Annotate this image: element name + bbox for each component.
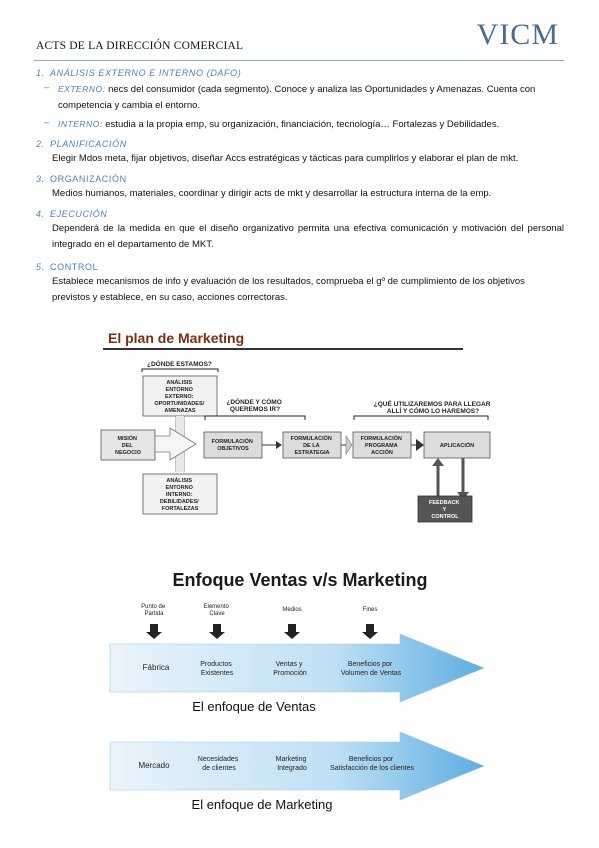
analisis-interno-label: ANÁLISIS ENTORNO INTERNO: DEBILIDADES/ F…	[160, 477, 200, 512]
ventas-caption: El enfoque de Ventas	[192, 699, 316, 714]
aplicacion-box	[423, 431, 491, 459]
feedback-box	[417, 495, 473, 523]
section-3-heading: 3.ORGANIZACIÓN	[36, 174, 127, 184]
ventas-cell-fabrica: Fábrica	[143, 663, 170, 672]
ventas-cell-productos: Productos Existentes	[200, 661, 233, 677]
arrowhead	[345, 435, 353, 455]
section-5-heading: 5.CONTROL	[36, 262, 99, 272]
mision-box	[100, 429, 156, 461]
down-arrow	[362, 624, 378, 639]
section-2-heading: 2.PLANIFICACIÓN	[36, 139, 127, 149]
header-divider	[34, 60, 564, 61]
organizacion-text: Medios humanos, materiales, coordinar y …	[52, 188, 492, 199]
marketing-cell-mercado: Mercado	[138, 761, 170, 770]
marketing-caption: El enfoque de Marketing	[192, 797, 333, 812]
label-punto-partida: Punto de Partida	[141, 604, 167, 617]
dash-bullet: –	[44, 117, 50, 128]
label-elemento-clave: Elemento Clave	[203, 604, 230, 617]
arrowhead	[416, 439, 424, 451]
ventas-cell-beneficios: Beneficios por Volumen de Ventas	[341, 661, 402, 677]
programa-label: FORMULACIÓN PROGRAMA ACCIÓN	[361, 434, 404, 456]
marketing-arrow	[109, 731, 485, 801]
ventas-cell-ventas: Ventas y Promoción	[273, 661, 307, 677]
down-arrow	[284, 624, 300, 639]
estrategia-label: FORMULACIÓN DE LA ESTRATEGIA	[291, 434, 334, 456]
question-donde-ir: ¿DÓNDE Y CÓMO QUEREMOS IR?	[226, 397, 283, 413]
dash-bullet: –	[44, 82, 50, 93]
marketing-cell-necesidades: Necesidades de clientes	[198, 756, 240, 772]
flow-arrow	[154, 427, 197, 461]
arrowhead	[276, 441, 282, 449]
down-arrows	[146, 624, 378, 639]
document-title: ACTS DE LA DIRECCIÓN COMERCIAL	[36, 40, 244, 52]
objetivos-box	[203, 431, 263, 459]
logo: VICM	[476, 18, 559, 51]
dafo-externo: EXTERNO: necs del consumidor (cada segme…	[58, 84, 536, 111]
brace	[353, 415, 489, 420]
arrowhead	[432, 458, 444, 466]
analisis-interno-box	[142, 473, 218, 515]
enfoque-title: Enfoque Ventas v/s Marketing	[172, 570, 427, 590]
section-4-heading: 4.EJECUCIÓN	[36, 209, 108, 219]
plan-title-rule	[103, 348, 463, 350]
marketing-cell-beneficios: Beneficios por Satisfacción de los clien…	[330, 756, 415, 772]
objetivos-label: FORMULACIÓN OBJETIVOS	[212, 437, 255, 452]
analisis-externo-box	[142, 375, 218, 417]
plan-marketing-diagram: El plan de Marketing ¿DÓNDE ESTAMOS? ANÁ…	[100, 330, 492, 523]
label-fines: Fines	[363, 607, 378, 613]
feedback-label: FEEDBACK Y CONTROL	[429, 500, 461, 520]
label-medios: Medios	[282, 607, 301, 613]
planificacion-text: Elegir Mdos meta, fijar objetivos, diseñ…	[52, 153, 519, 164]
question-donde-estamos: ¿DÓNDE ESTAMOS?	[147, 359, 212, 368]
analisis-externo-label: ANÁLISIS ENTORNO EXTERNO: OPORTUNIDADES/…	[154, 379, 205, 414]
marketing-cell-integrado: Marketing Integrado	[276, 756, 309, 772]
down-arrow	[146, 624, 162, 639]
section-1-heading: 1.ANÁLISIS EXTERNO E INTERNO (DAFO)	[36, 68, 242, 78]
mision-label: MISIÓN DEL NEGOCIO	[115, 434, 142, 456]
question-que-utilizaremos: ¿QUÉ UTILIZAREMOS PARA LLEGAR ALLÍ Y CÓM…	[374, 399, 492, 415]
down-arrow	[209, 624, 225, 639]
enfoque-diagram: Enfoque Ventas v/s Marketing Punto de Pa…	[109, 570, 485, 812]
brace	[204, 415, 306, 420]
dafo-interno: INTERNO: estudia a la propia emp, su org…	[58, 119, 500, 130]
brace	[141, 368, 219, 372]
ejecucion-text: Dependerá de la medida en que el diseño …	[52, 223, 564, 250]
estrategia-box	[282, 431, 342, 459]
aplicacion-label: APLICACIÓN	[440, 441, 474, 449]
plan-title: El plan de Marketing	[108, 330, 244, 346]
control-text: Establece mecanismos de info y evaluació…	[52, 276, 525, 303]
ventas-arrow	[109, 633, 485, 703]
